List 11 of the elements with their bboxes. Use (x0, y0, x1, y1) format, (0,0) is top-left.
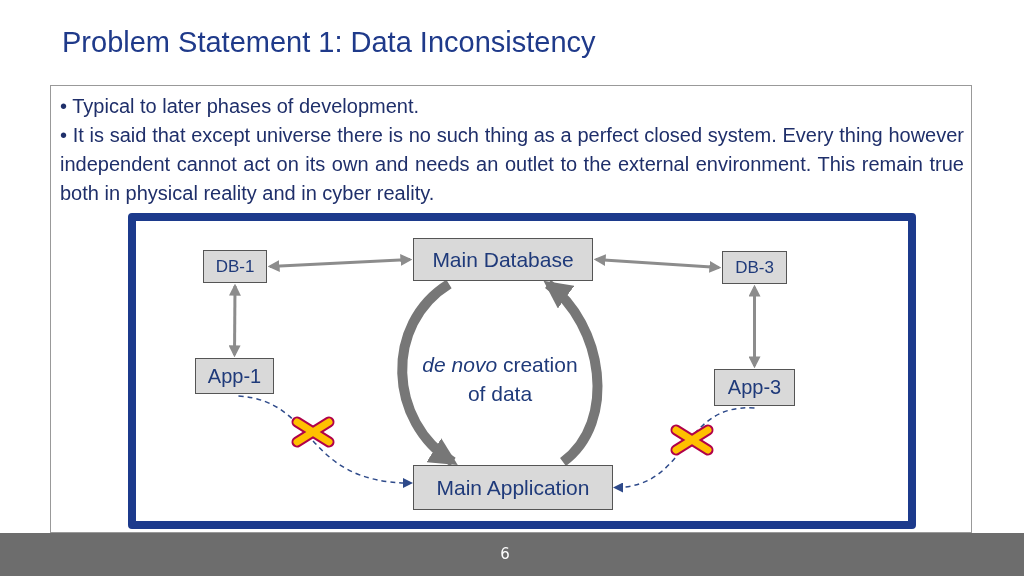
application-box: Main Application (413, 465, 613, 510)
db-box: DB-1 (203, 250, 267, 283)
bullet-text: • Typical to later phases of development. (60, 94, 421, 119)
app-box: App-3 (714, 369, 795, 406)
slide-title: Problem Statement 1: Data Inconsistency (62, 26, 596, 59)
db-box: DB-3 (722, 251, 787, 284)
database-box: Main Database (413, 238, 593, 281)
diagram-caption: de novo creation of data (421, 352, 579, 407)
app-box: App-1 (195, 358, 274, 394)
page-number: 6 (499, 545, 511, 563)
bullet-text: • It is said that except universe there is no such thing as a perfect closed system. Every thing however independent cannot act on its own and needs an outlet to the external environment. This remain true both in physical reality and in cyber reality. (60, 123, 964, 206)
